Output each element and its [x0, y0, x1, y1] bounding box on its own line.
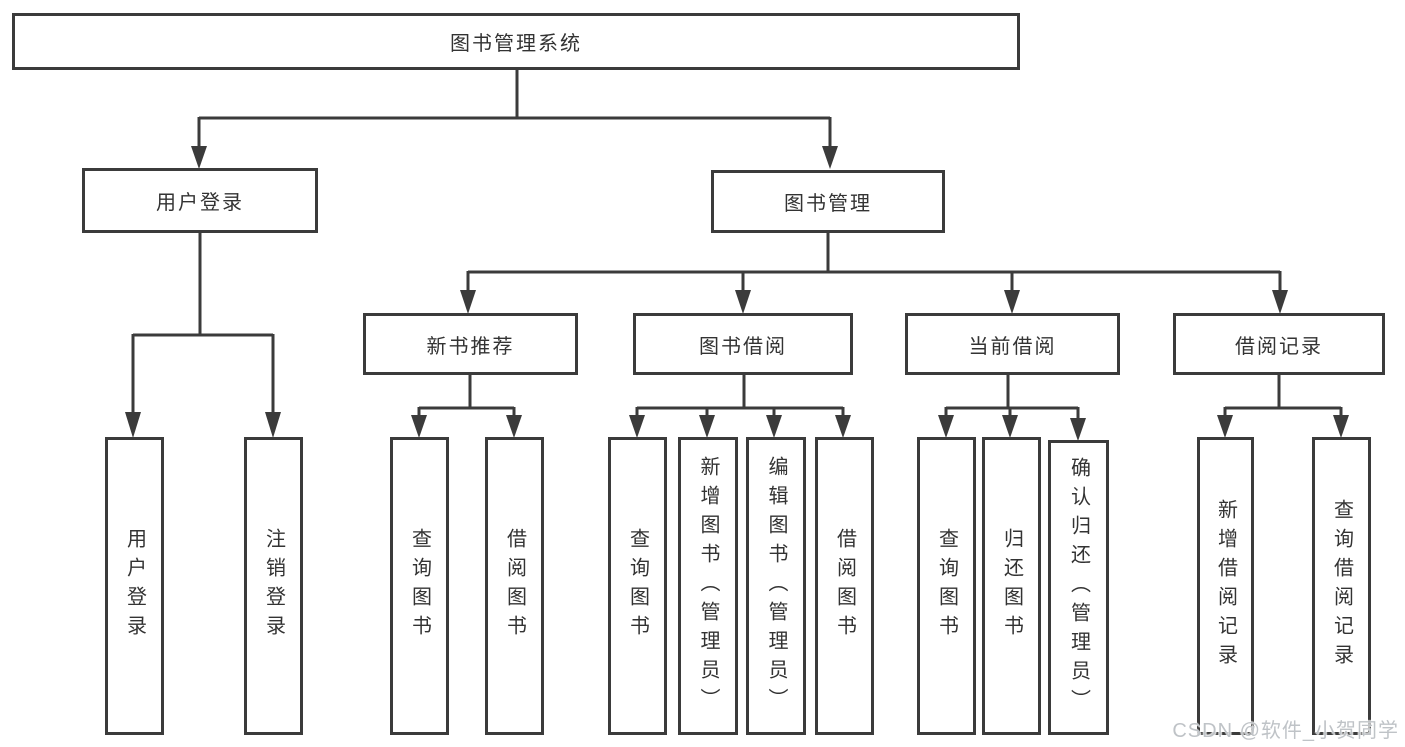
- node-label: 借阅图书: [833, 528, 856, 644]
- node-label: 确认归还（管理员）: [1067, 457, 1090, 718]
- node-label: 用户登录: [123, 528, 146, 644]
- node-label: 注销登录: [262, 528, 285, 644]
- node-label: 查询图书: [626, 528, 649, 644]
- node-label: 新增借阅记录: [1214, 499, 1237, 673]
- node-leaf-user-login: 用户登录: [105, 437, 164, 735]
- node-current-borrow: 当前借阅: [905, 313, 1120, 375]
- node-leaf-query-book-borrow: 查询图书: [608, 437, 667, 735]
- node-leaf-query-borrow-record: 查询借阅记录: [1312, 437, 1371, 735]
- node-label: 图书管理系统: [450, 33, 582, 55]
- node-leaf-add-borrow-record: 新增借阅记录: [1197, 437, 1254, 735]
- node-label: 查询图书: [935, 528, 958, 644]
- csdn-watermark: CSDN @软件_小贺同学: [1172, 720, 1399, 742]
- node-label: 用户登录: [156, 192, 244, 214]
- node-library-management-system: 图书管理系统: [12, 13, 1020, 70]
- node-label: 图书借阅: [699, 335, 787, 358]
- node-label: 编辑图书（管理员）: [765, 455, 787, 717]
- node-new-book-recommend: 新书推荐: [363, 313, 578, 375]
- node-label: 借阅记录: [1235, 335, 1323, 358]
- node-user-login: 用户登录: [82, 168, 318, 233]
- arrowhead-icons: [125, 146, 1349, 441]
- node-leaf-add-book-admin: 新增图书（管理员）: [678, 437, 738, 735]
- node-label: 借阅图书: [503, 528, 526, 644]
- node-label: 图书管理: [784, 193, 872, 215]
- node-leaf-return-book: 归还图书: [982, 437, 1041, 735]
- node-leaf-query-book-recommend: 查询图书: [390, 437, 449, 735]
- node-book-borrow: 图书借阅: [633, 313, 853, 375]
- node-label: 查询借阅记录: [1330, 499, 1353, 673]
- node-book-management: 图书管理: [711, 170, 945, 233]
- node-label: 当前借阅: [968, 335, 1057, 358]
- node-label: 新书推荐: [426, 335, 515, 358]
- node-label: 归还图书: [1000, 528, 1023, 644]
- node-leaf-confirm-return-admin: 确认归还（管理员）: [1048, 440, 1109, 735]
- node-leaf-logout: 注销登录: [244, 437, 303, 735]
- node-leaf-query-book-current: 查询图书: [917, 437, 976, 735]
- node-leaf-borrow-book-recommend: 借阅图书: [485, 437, 544, 735]
- node-leaf-edit-book-admin: 编辑图书（管理员）: [746, 437, 806, 735]
- node-label: 新增图书（管理员）: [697, 455, 719, 717]
- node-label: 查询图书: [408, 528, 431, 644]
- node-leaf-borrow-book: 借阅图书: [815, 437, 874, 735]
- node-borrow-records: 借阅记录: [1173, 313, 1385, 375]
